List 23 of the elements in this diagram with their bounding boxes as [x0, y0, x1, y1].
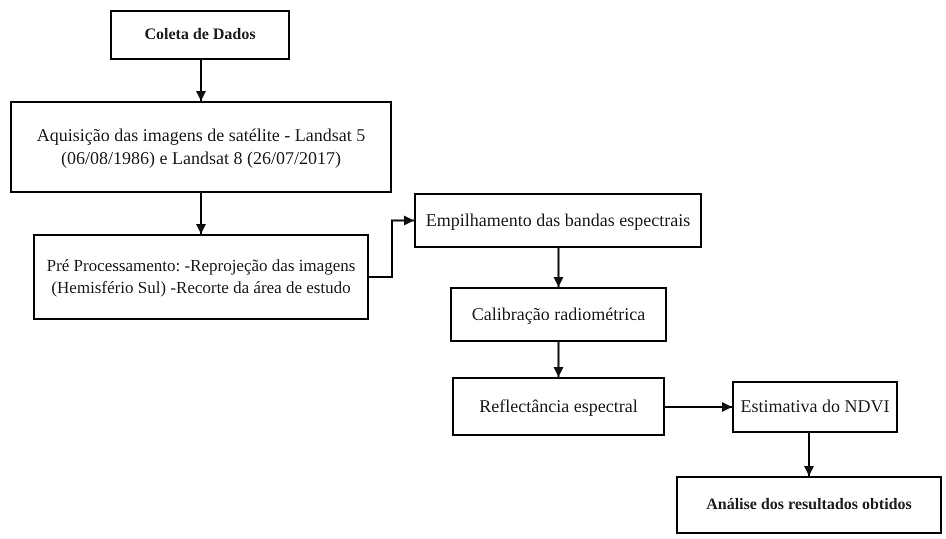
process-box	[414, 193, 702, 248]
box-text: Empilhamento das bandas espectrais	[426, 208, 690, 232]
box-text: Aquisição das imagens de satélite - Landsat 5 (06/08/1986) e Landsat 8 (26/07/2017)	[36, 124, 366, 170]
arrow	[554, 342, 564, 377]
box-text: Análise dos resultados obtidos	[706, 494, 912, 515]
arrow	[554, 248, 564, 287]
arrow	[196, 60, 206, 101]
box-text: Pré Processamento: -Reprojeção das imagens (Hemisfério Sul) -Recorte da área de estudo	[46, 254, 356, 299]
arrow	[369, 216, 414, 278]
process-box	[10, 101, 392, 193]
box-text: Estimativa do NDVI	[740, 395, 890, 418]
process-box	[452, 377, 665, 436]
arrow	[804, 433, 814, 476]
process-box	[33, 234, 369, 320]
process-box	[732, 381, 898, 433]
box-text: Coleta de Dados	[144, 24, 256, 45]
arrow	[196, 193, 206, 234]
process-box	[450, 287, 667, 342]
arrow	[665, 402, 732, 412]
process-box	[110, 10, 290, 60]
box-text: Reflectância espectral	[479, 394, 638, 418]
box-text: Calibração radiométrica	[472, 302, 646, 326]
process-box	[676, 476, 942, 534]
